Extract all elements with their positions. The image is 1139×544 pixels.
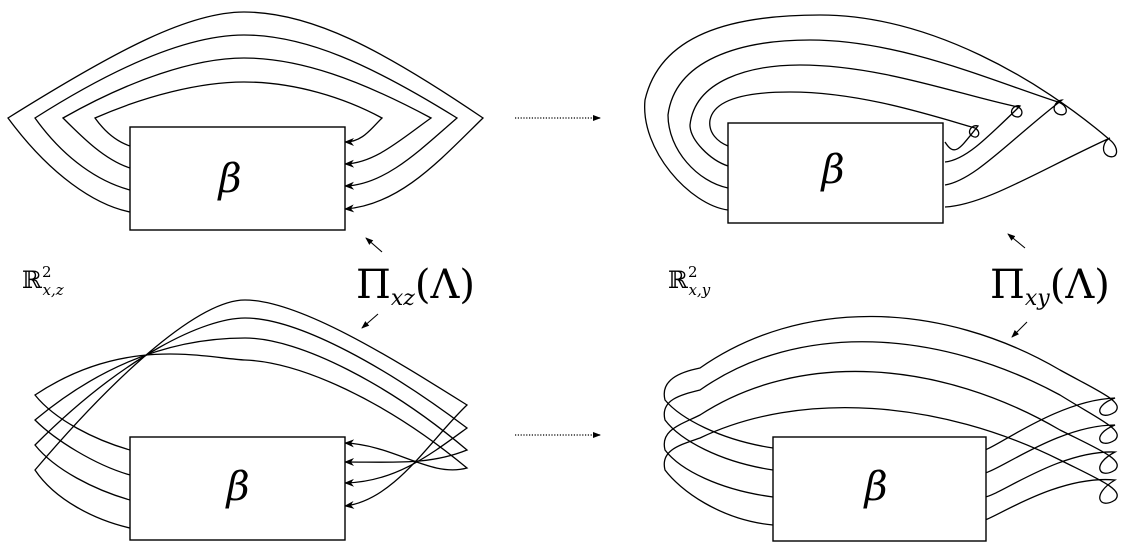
plane-sub-xz: x,z (43, 281, 64, 299)
pi-symbol-xz: Π (356, 262, 391, 308)
braid-label-bottom-left: β (224, 464, 249, 510)
pointer-xz-down (361, 313, 379, 329)
plane-base-xy: ℝ (668, 266, 689, 294)
subscript-xz: xz (391, 286, 415, 311)
pointer-xy-up (1007, 233, 1026, 249)
plane-sup-xz: 2 (42, 263, 52, 281)
braid-box-bottom-right (772, 436, 987, 542)
projection-label-xy: Πxy(Λ) (990, 262, 1110, 311)
panel-bottom-left-front-projection: β (34, 299, 469, 541)
braid-label-top-right: β (819, 147, 844, 193)
braid-label-top-left: β (216, 156, 241, 202)
braid-box-bottom-left (129, 436, 346, 541)
bottom-left-strands (34, 299, 469, 529)
panel-bottom-right-lagrangian-projection: β (663, 315, 1118, 542)
svg-text:ℝ2x,z: ℝ2x,z (22, 263, 64, 299)
plane-base-xz: ℝ (22, 266, 43, 294)
braid-box-top-right (727, 122, 944, 224)
pointer-xy-down (1011, 321, 1028, 338)
pointer-xz-up (365, 237, 383, 253)
plane-sup-xy: 2 (688, 263, 698, 281)
subscript-xy: xy (1025, 286, 1050, 311)
plane-sub-xy: x,y (689, 281, 711, 299)
arg-xz: (Λ) (415, 262, 475, 308)
pi-symbol-xy: Π (990, 262, 1025, 308)
top-left-strands (7, 11, 485, 213)
top-right-strands (644, 14, 1118, 211)
braid-label-bottom-right: β (862, 464, 887, 510)
braid-box-top-left (129, 126, 346, 231)
svg-text:Πxz(Λ): Πxz(Λ) (356, 262, 475, 311)
bottom-right-strands (663, 315, 1118, 526)
svg-text:Πxy(Λ): Πxy(Λ) (990, 262, 1110, 311)
panel-top-left-front-projection: β (7, 11, 485, 231)
svg-text:ℝ2x,y: ℝ2x,y (668, 263, 711, 299)
arg-xy: (Λ) (1050, 262, 1110, 308)
panel-top-right-lagrangian-projection: β (644, 14, 1118, 224)
projection-label-xz: Πxz(Λ) (356, 262, 475, 311)
